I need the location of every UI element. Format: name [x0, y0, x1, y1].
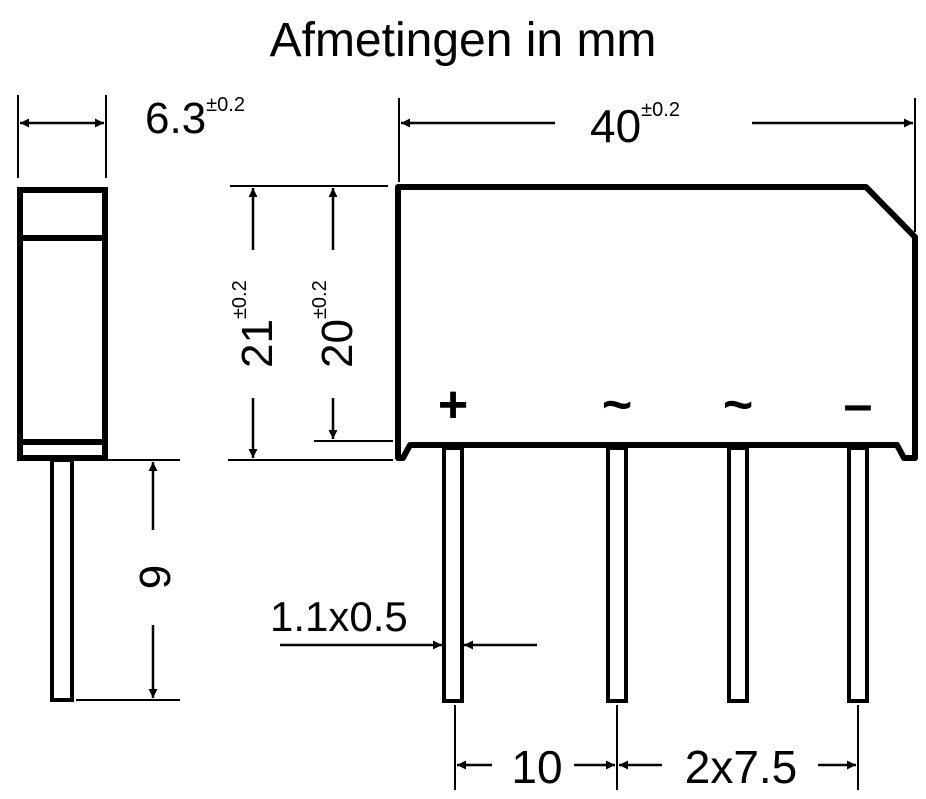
lead-minus: [847, 446, 869, 703]
dim-pitch: 10 2x7.5: [454, 705, 859, 793]
lead-ac2: [727, 446, 749, 703]
dim-side-width-label: 6.3±0.2: [145, 94, 245, 143]
dim-heights: 21±0.2 20±0.2: [228, 185, 393, 461]
lead-plus: [442, 446, 464, 703]
dim-pitch-others-label: 2x7.5: [685, 741, 798, 793]
dim-height-inner-label: 20±0.2: [309, 280, 362, 368]
pin-minus-symbol: –: [844, 376, 873, 434]
dim-height-outer-label: 21±0.2: [229, 280, 282, 368]
side-view: [17, 187, 108, 702]
dim-lead-section-label: 1.1x0.5: [270, 593, 408, 640]
dim-pitch-first-label: 10: [511, 741, 562, 793]
lead-ac1: [606, 446, 628, 703]
front-view: + ~ ~ –: [395, 184, 918, 703]
dim-lead-length-label: 9: [131, 565, 180, 589]
side-lead: [50, 458, 74, 702]
pin-ac2-symbol: ~: [723, 376, 753, 434]
pin-ac1-symbol: ~: [602, 376, 632, 434]
dim-lead-length: 9: [76, 459, 180, 701]
front-body: [395, 184, 918, 461]
side-body: [17, 187, 108, 461]
pin-plus-symbol: +: [438, 376, 468, 434]
dim-lead-section: 1.1x0.5: [270, 593, 537, 650]
dim-side-width: 6.3±0.2: [17, 94, 245, 178]
dim-total-width: 40±0.2: [398, 98, 916, 232]
drawing-title: Afmetingen in mm: [270, 14, 657, 67]
dim-total-width-label: 40±0.2: [590, 99, 680, 152]
